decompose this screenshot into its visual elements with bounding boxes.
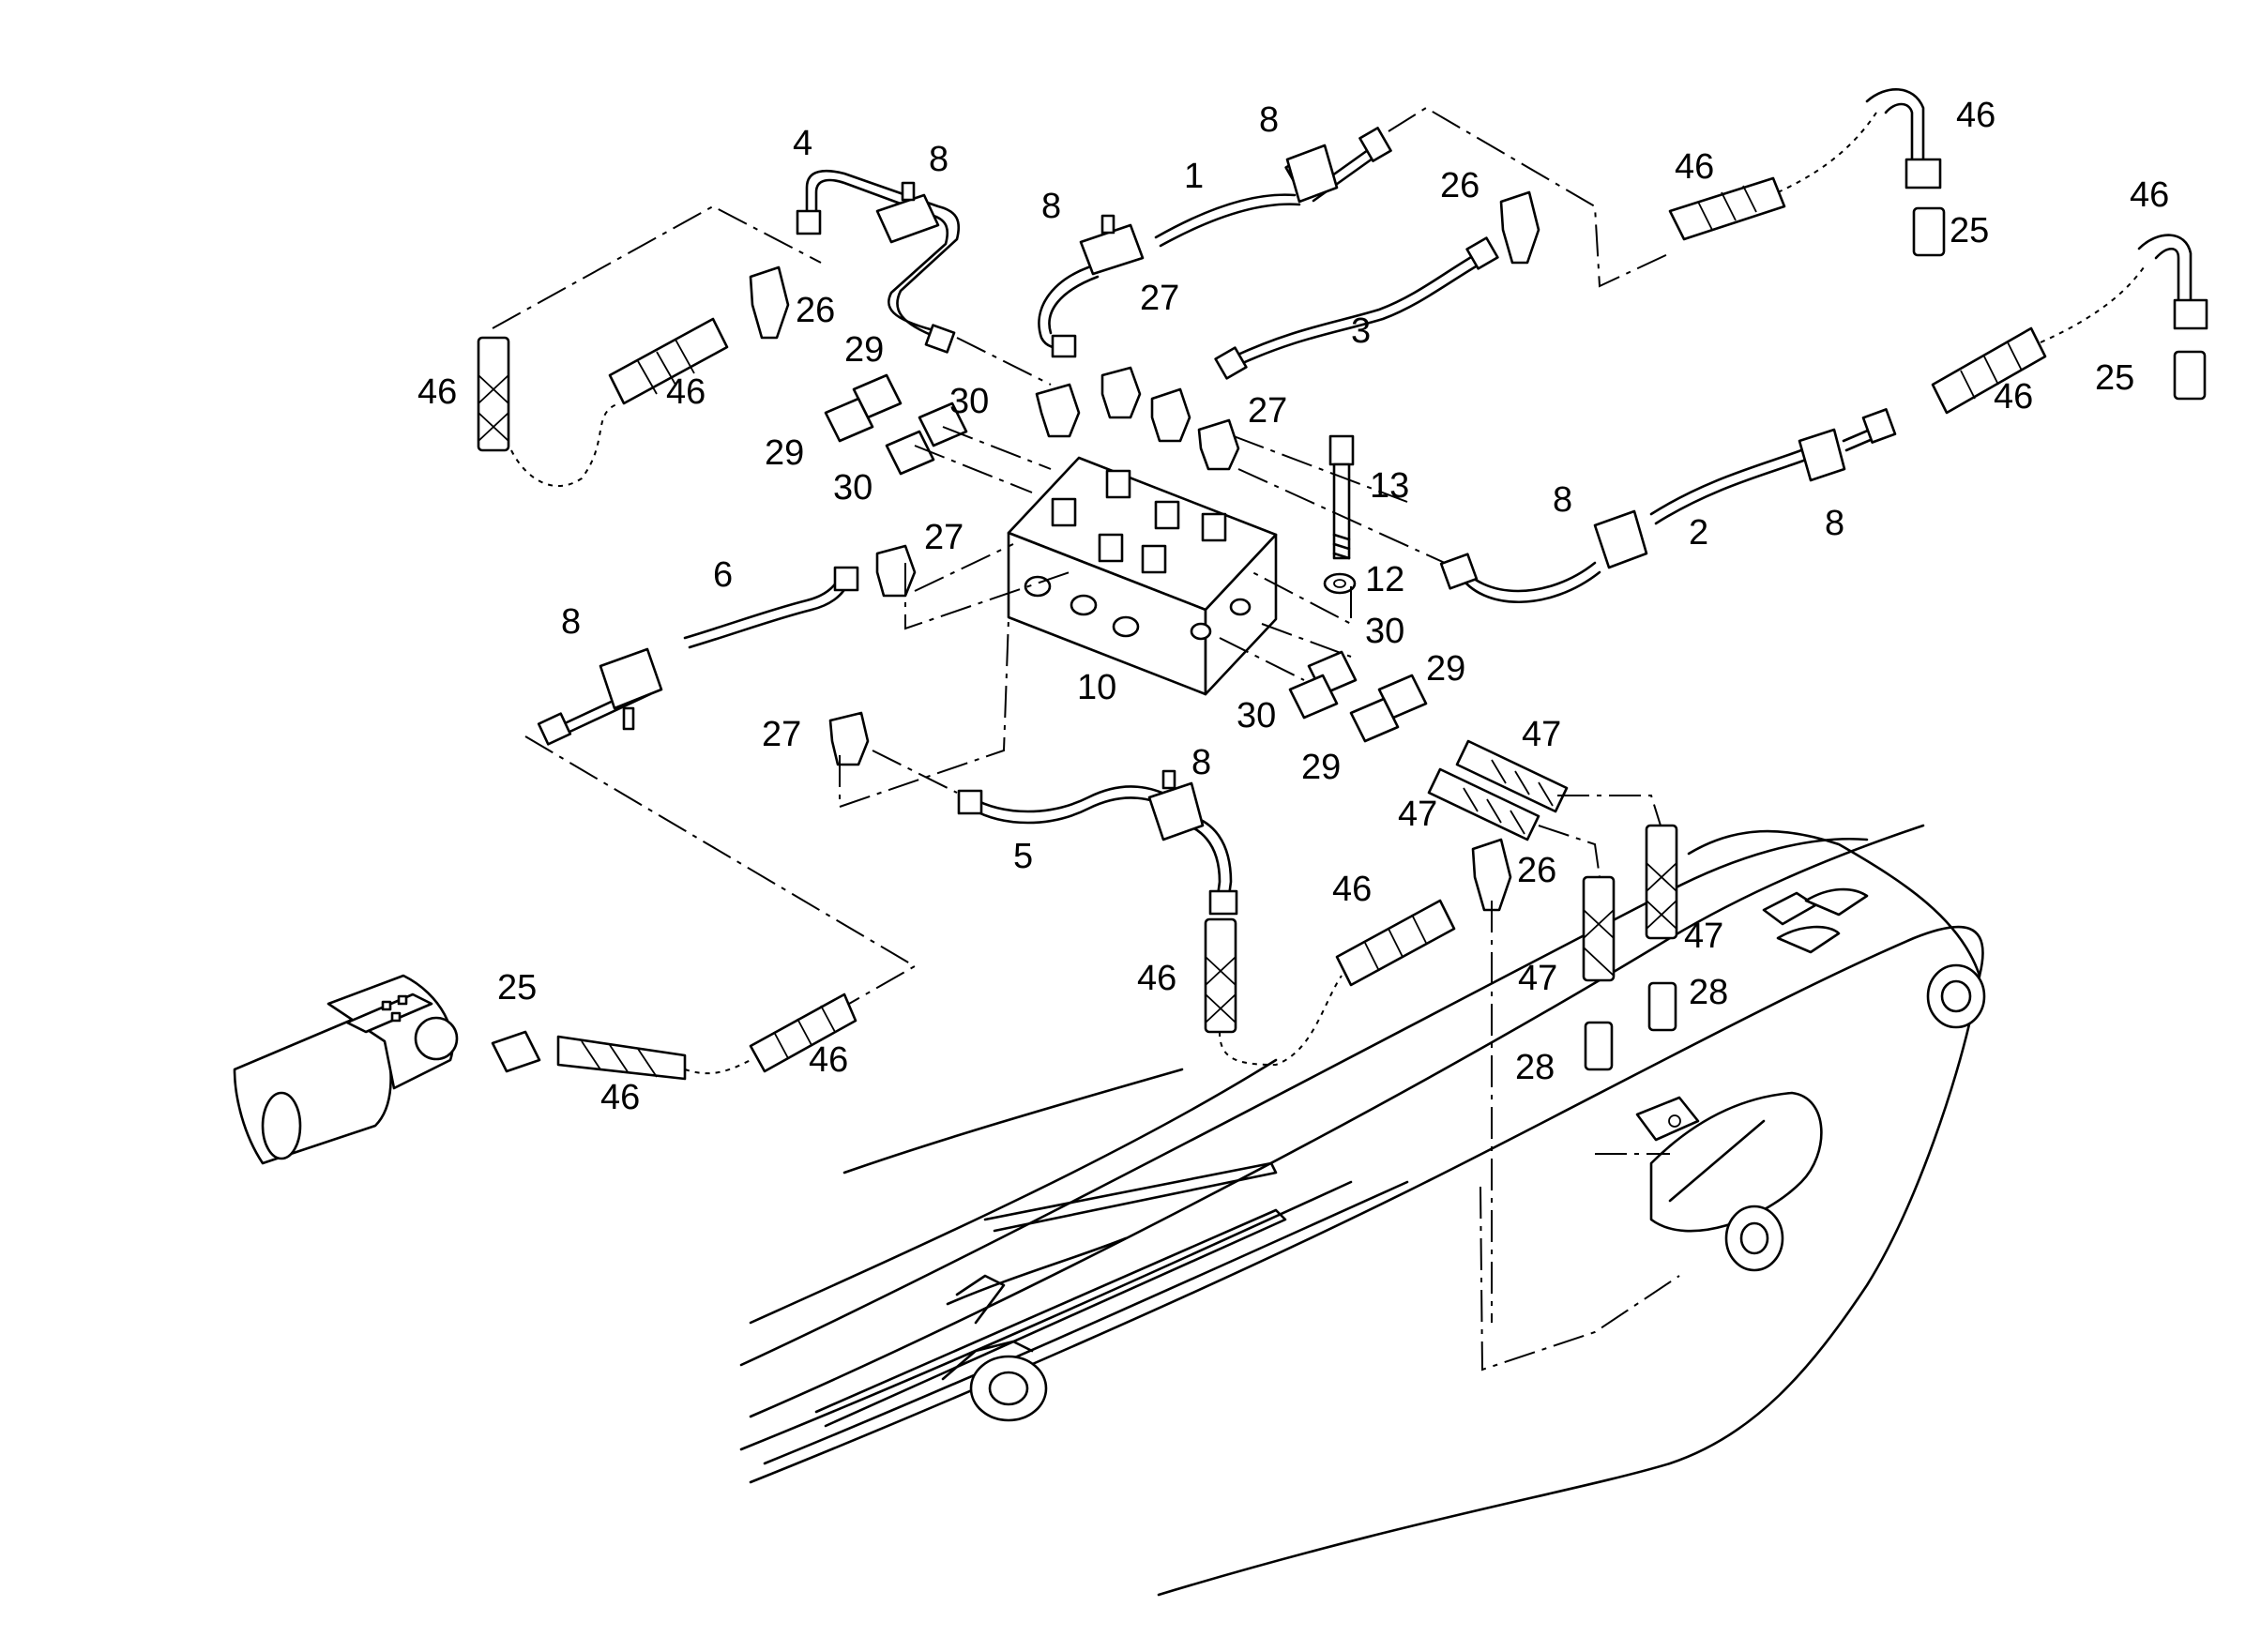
callout-47: 47 bbox=[1684, 917, 1723, 956]
callout-46: 46 bbox=[2130, 175, 2169, 215]
callout-8: 8 bbox=[1259, 100, 1279, 140]
boom-arm bbox=[739, 824, 1986, 1597]
callout-12: 12 bbox=[1365, 560, 1404, 599]
callout-46: 46 bbox=[1994, 377, 2033, 417]
callout-4: 4 bbox=[793, 124, 812, 163]
callout-27: 27 bbox=[924, 518, 964, 557]
nipples-25-28 bbox=[491, 206, 2207, 1073]
callout-10: 10 bbox=[1077, 668, 1116, 707]
callout-1: 1 bbox=[1184, 157, 1204, 196]
callout-47: 47 bbox=[1398, 795, 1437, 834]
callout-29: 29 bbox=[844, 330, 884, 370]
callout-25: 25 bbox=[497, 968, 537, 1008]
distributor-block bbox=[1007, 456, 1278, 696]
callout-8: 8 bbox=[929, 140, 948, 179]
callout-46: 46 bbox=[809, 1040, 848, 1080]
callout-46: 46 bbox=[1332, 870, 1372, 909]
callout-29: 29 bbox=[1301, 748, 1341, 787]
callout-25: 25 bbox=[2095, 358, 2134, 398]
adapters-29-30 bbox=[824, 373, 1428, 743]
callout-labels: 1 2 3 4 5 6 8 8 8 8 8 8 8 10 12 13 25 25… bbox=[417, 96, 2169, 1117]
hoses bbox=[477, 88, 2208, 1081]
clamps bbox=[599, 144, 1846, 841]
callout-8: 8 bbox=[1041, 187, 1061, 226]
callout-46: 46 bbox=[1137, 959, 1176, 998]
callout-46: 46 bbox=[1675, 147, 1714, 187]
callout-6: 6 bbox=[713, 555, 733, 595]
clamp-8-e bbox=[1798, 428, 1846, 482]
callout-30: 30 bbox=[1237, 696, 1276, 735]
callout-47: 47 bbox=[1518, 959, 1557, 998]
cylinder bbox=[233, 974, 459, 1165]
callout-29: 29 bbox=[765, 433, 804, 473]
callout-26: 26 bbox=[1440, 166, 1480, 205]
clamp-8-f bbox=[599, 647, 663, 710]
callout-28: 28 bbox=[1515, 1048, 1555, 1087]
tee-fittings-26 bbox=[749, 190, 1540, 912]
block-top-fittings bbox=[1051, 469, 1227, 574]
callout-2: 2 bbox=[1689, 513, 1708, 553]
clamp-8-g bbox=[1147, 781, 1205, 841]
callout-26: 26 bbox=[1517, 851, 1556, 890]
callout-46: 46 bbox=[1956, 96, 1995, 135]
callout-27: 27 bbox=[1248, 391, 1287, 431]
pipe-4 bbox=[796, 169, 961, 354]
washer-12 bbox=[1323, 572, 1357, 595]
callout-27: 27 bbox=[762, 715, 801, 754]
callout-46: 46 bbox=[600, 1078, 640, 1117]
clamp-8-d bbox=[1593, 509, 1648, 569]
callout-30: 30 bbox=[833, 468, 873, 508]
callout-46: 46 bbox=[417, 372, 457, 412]
bolt-13 bbox=[1328, 434, 1355, 560]
callout-25: 25 bbox=[1950, 211, 1989, 250]
callout-30: 30 bbox=[1365, 612, 1404, 651]
callout-8: 8 bbox=[561, 602, 581, 642]
callout-29: 29 bbox=[1426, 649, 1465, 689]
callout-30: 30 bbox=[949, 382, 989, 421]
callout-13: 13 bbox=[1370, 466, 1409, 506]
callout-8: 8 bbox=[1191, 743, 1211, 782]
callout-47: 47 bbox=[1522, 715, 1561, 754]
callout-5: 5 bbox=[1013, 837, 1033, 876]
pipe-8-upper bbox=[1038, 265, 1100, 358]
callout-8: 8 bbox=[1825, 504, 1844, 543]
pipe-2 bbox=[1439, 408, 1897, 604]
callout-28: 28 bbox=[1689, 973, 1728, 1012]
pipe-3 bbox=[1214, 236, 1499, 380]
callout-8: 8 bbox=[1553, 480, 1572, 520]
pipe-6 bbox=[537, 566, 859, 746]
callout-26: 26 bbox=[796, 291, 835, 330]
callout-46: 46 bbox=[666, 372, 706, 412]
callout-3: 3 bbox=[1351, 311, 1371, 351]
clamp-8-c bbox=[1285, 144, 1339, 204]
callout-27: 27 bbox=[1140, 279, 1179, 318]
leader-lines bbox=[492, 106, 2145, 1323]
